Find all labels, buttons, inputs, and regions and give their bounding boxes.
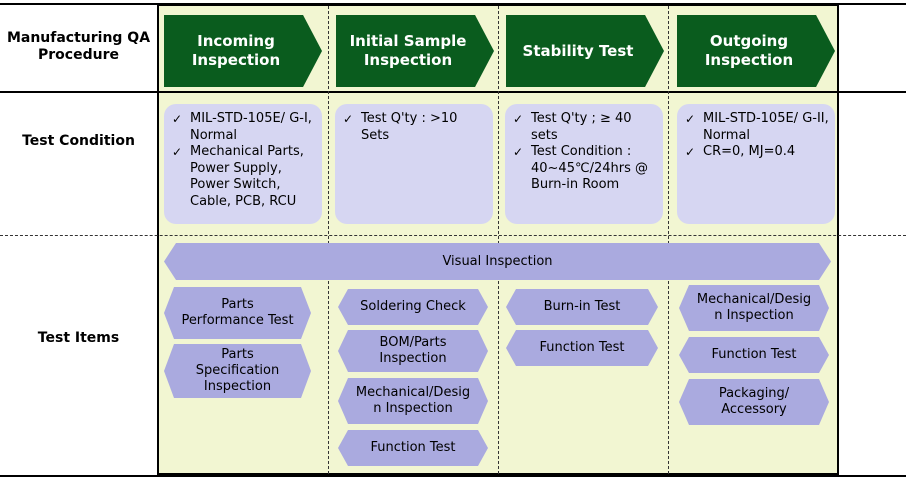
test-item-parts-performance: Parts Performance Test [164, 287, 311, 339]
condition-box-incoming: ✓MIL-STD-105E/ G-I, Normal ✓Mechanical P… [164, 104, 322, 224]
visual-inspection-bar: Visual Inspection [164, 243, 831, 280]
bottom-border [0, 475, 906, 477]
test-condition-label: Test Condition [22, 133, 135, 149]
check-icon: ✓ [513, 112, 524, 126]
test-item-bom-parts: BOM/Parts Inspection [338, 330, 488, 372]
procedure-label: Manufacturing QA Procedure [6, 30, 151, 63]
stage-initial-sample-inspection: Initial Sample Inspection [336, 15, 494, 87]
condition-item: ✓Mechanical Parts, Power Supply, Power S… [172, 144, 304, 209]
header-divider [0, 91, 906, 93]
check-icon: ✓ [172, 145, 183, 159]
check-icon: ✓ [685, 145, 696, 159]
test-item-mechanical-design: Mechanical/Desig n Inspection [338, 378, 488, 424]
condition-box-stability: ✓Test Q'ty ; ≥ 40 sets ✓Test Condition :… [505, 104, 663, 224]
condition-item: ✓Test Q'ty ; ≥ 40 sets [513, 111, 632, 143]
check-icon: ✓ [685, 112, 696, 126]
test-item-function-test: Function Test [506, 330, 658, 366]
row-divider [0, 235, 906, 236]
column-divider-1 [328, 6, 329, 474]
condition-box-outgoing: ✓MIL-STD-105E/ G-II, Normal ✓CR=0, MJ=0.… [677, 104, 835, 224]
test-item-function-test: Function Test [338, 430, 488, 466]
condition-item: ✓MIL-STD-105E/ G-II, Normal [685, 111, 829, 143]
check-icon: ✓ [343, 112, 354, 126]
check-icon: ✓ [513, 145, 524, 159]
test-item-packaging-accessory: Packaging/ Accessory [679, 379, 829, 425]
test-item-burn-in: Burn-in Test [506, 289, 658, 325]
condition-box-initial-sample: ✓Test Q'ty : >10 Sets [335, 104, 493, 224]
column-divider-2 [498, 6, 499, 474]
stage-outgoing-inspection: Outgoing Inspection [677, 15, 835, 87]
column-divider-3 [668, 6, 669, 474]
condition-item: ✓MIL-STD-105E/ G-I, Normal [172, 111, 312, 143]
top-border [0, 3, 906, 5]
condition-item: ✓Test Q'ty : >10 Sets [343, 111, 458, 143]
test-items-label: Test Items [37, 330, 120, 346]
stage-incoming-inspection: Incoming Inspection [164, 15, 322, 87]
check-icon: ✓ [172, 112, 183, 126]
test-item-mechanical-design: Mechanical/Desig n Inspection [679, 285, 829, 331]
test-item-function-test: Function Test [679, 337, 829, 373]
stage-stability-test: Stability Test [506, 15, 664, 87]
condition-item: ✓Test Condition : 40~45℃/24hrs @ Burn-in… [513, 144, 648, 192]
condition-item: ✓CR=0, MJ=0.4 [685, 144, 796, 159]
test-item-soldering-check: Soldering Check [338, 289, 488, 325]
test-item-parts-specification: Parts Specification Inspection [164, 344, 311, 398]
